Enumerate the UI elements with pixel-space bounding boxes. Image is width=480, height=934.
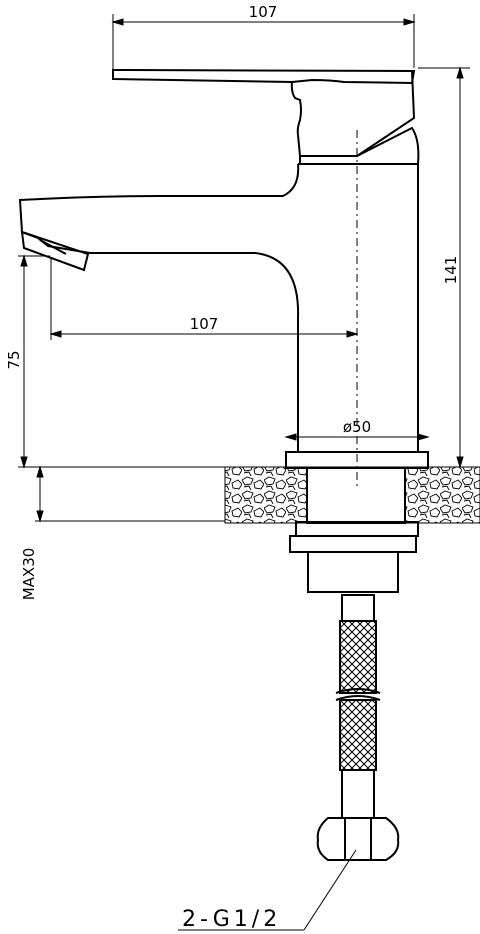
dimension-height [418, 66, 470, 469]
dimension-max-thickness [36, 465, 44, 523]
lever-handle [112, 68, 416, 85]
hose-braid-lower [339, 699, 377, 771]
spout [18, 163, 300, 319]
hose-break-mark [335, 688, 381, 694]
connection-callout-leader [178, 849, 357, 931]
mounting-nut [289, 535, 417, 553]
hose-break-mark-2 [335, 695, 381, 701]
aerator-inner [39, 239, 67, 255]
hose-lower-fitting [341, 769, 375, 819]
countertop-right-section [404, 466, 480, 524]
lower-shank [307, 551, 399, 593]
lever-handle-bottom [290, 81, 302, 136]
hose-upper-fitting [341, 594, 375, 622]
mounting-washer [295, 521, 419, 537]
countertop [18, 466, 480, 524]
dimension-top-width [111, 14, 416, 70]
dimension-spout-reach [49, 258, 359, 340]
top-width-label: 107 [249, 3, 278, 21]
faucet-body [297, 163, 419, 453]
hose-hex-nut [316, 817, 400, 861]
faucet [18, 68, 429, 861]
height-label: 141 [442, 256, 460, 285]
spout-reach-label: 107 [190, 315, 219, 333]
max-thickness-label: MAX30 [20, 548, 38, 601]
hose-braid-upper [339, 620, 377, 694]
body-shoulder [356, 126, 420, 165]
countertop-left-section [224, 466, 308, 524]
body-diameter-label: ø50 [343, 418, 371, 436]
aerator [20, 230, 90, 272]
threaded-shank [306, 467, 406, 524]
connection-callout-label: 2-G1/2 [182, 907, 281, 932]
dimension-body-diameter [284, 433, 430, 441]
dimension-spout-height [18, 254, 50, 469]
spout-height-label: 75 [5, 350, 23, 369]
